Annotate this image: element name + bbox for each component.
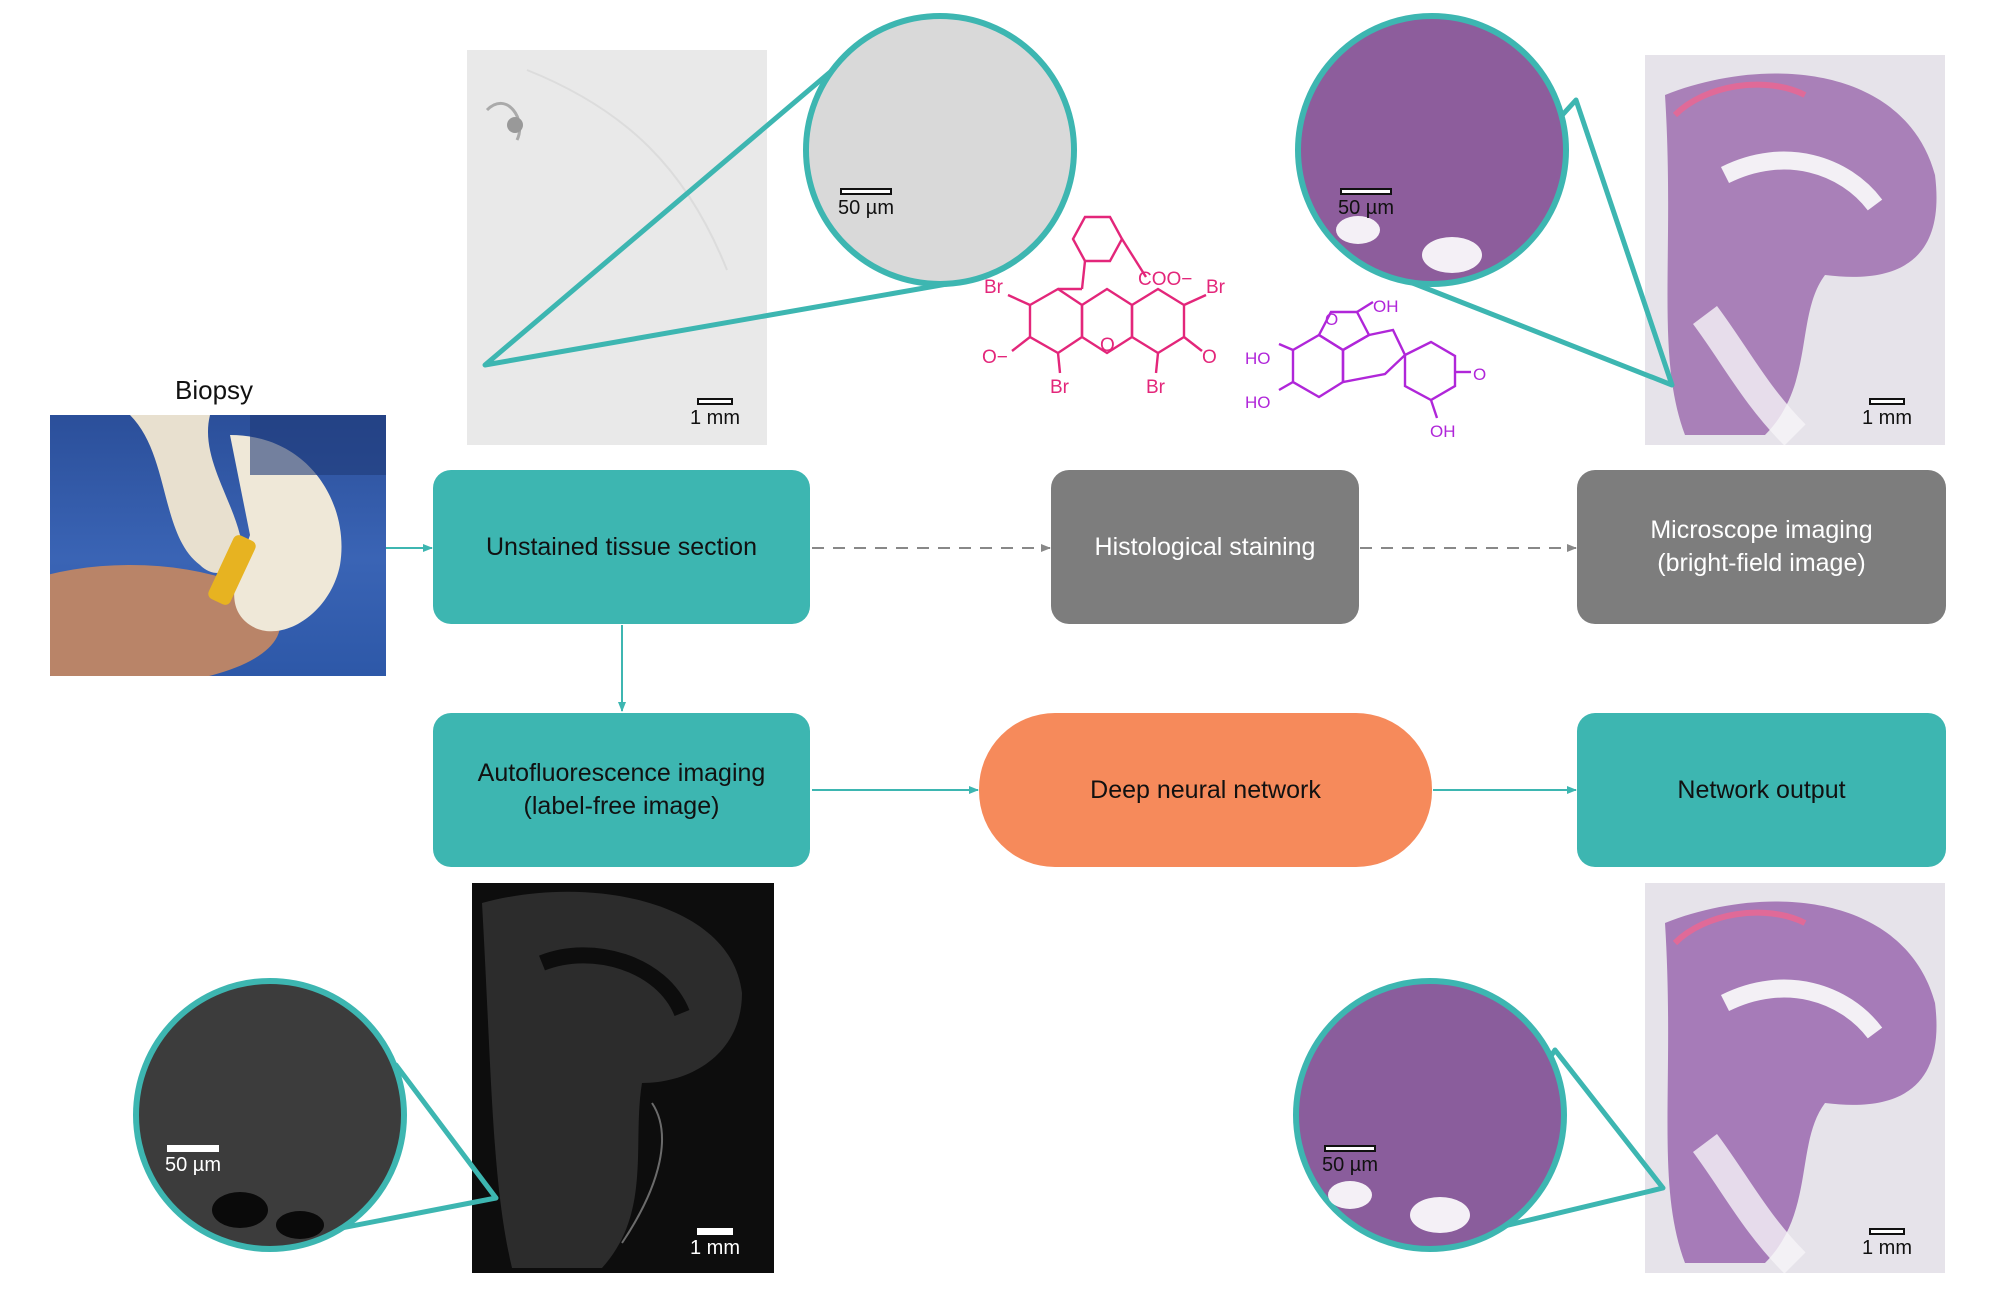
- histological-staining-box: Histological staining: [1051, 470, 1359, 624]
- scalebar-autofluor-mm: 1 mm: [690, 1228, 740, 1260]
- autofluorescence-imaging-label: Autofluorescence imaging: [477, 759, 766, 787]
- biopsy-photo: [50, 415, 386, 676]
- scalebar-output-mm: 1 mm: [1862, 1228, 1912, 1260]
- unstained-section-label: Unstained tissue section: [486, 532, 757, 561]
- microscope-imaging-label: Microscope imaging: [1650, 516, 1873, 544]
- network-output-label: Network output: [1677, 775, 1846, 804]
- unstained-scan-image: [467, 50, 767, 445]
- autofluorescence-imaging-sublabel: (label-free image): [523, 792, 720, 820]
- hema-o-label: O: [1473, 365, 1486, 384]
- eosin-br-label: Br: [1146, 377, 1166, 398]
- autofluorescence-imaging-box: Autofluorescence imaging (label-free ima…: [433, 713, 810, 867]
- scalebar-unstained-mm: 1 mm: [690, 398, 740, 430]
- deep-neural-network-box: Deep neural network: [979, 713, 1432, 867]
- hema-oh-label: OH: [1373, 297, 1399, 316]
- eosin-coo-label: COO−: [1138, 269, 1192, 290]
- hema-ho-label: HO: [1245, 393, 1271, 412]
- microscope-imaging-sublabel: (bright-field image): [1657, 549, 1866, 577]
- brightfield-image: [1645, 55, 1945, 445]
- deep-neural-network-label: Deep neural network: [1090, 775, 1321, 804]
- scalebar-output-um: 50 µm: [1322, 1145, 1378, 1177]
- histological-staining-label: Histological staining: [1094, 532, 1316, 561]
- eosin-br-label: Br: [1050, 377, 1070, 398]
- eosin-o-label: O: [1100, 335, 1115, 356]
- eosin-o-minus-label: O−: [982, 347, 1008, 368]
- autofluorescence-image: [472, 883, 774, 1273]
- microscope-imaging-box: Microscope imaging (bright-field image): [1577, 470, 1946, 624]
- hema-o-label: O: [1325, 310, 1338, 329]
- biopsy-label: Biopsy: [175, 375, 254, 405]
- scalebar-brightfield-mm: 1 mm: [1862, 398, 1912, 430]
- scalebar-unstained-um: 50 µm: [838, 188, 894, 220]
- hema-ho-label: HO: [1245, 349, 1271, 368]
- network-output-image: [1645, 883, 1945, 1273]
- hematoxylin-structure: OH HO HO O O OH: [1245, 297, 1486, 441]
- scalebar-autofluor-um: 50 µm: [165, 1145, 221, 1177]
- unstained-section-box: Unstained tissue section: [433, 470, 810, 624]
- scalebar-brightfield-um: 50 µm: [1338, 188, 1394, 220]
- hema-oh-label: OH: [1430, 422, 1456, 441]
- eosin-br-label: Br: [984, 277, 1004, 298]
- eosin-structure: COO− Br Br O− O O Br Br: [982, 215, 1226, 398]
- network-output-box: Network output: [1577, 713, 1946, 867]
- eosin-o-label: O: [1202, 347, 1217, 368]
- eosin-br-label: Br: [1206, 277, 1226, 298]
